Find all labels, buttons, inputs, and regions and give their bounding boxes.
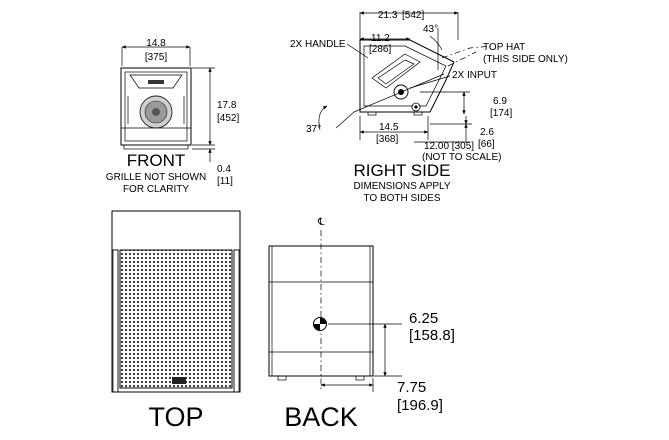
side-depth-inches: 21.3 xyxy=(378,10,398,21)
side-top-angle: 43° xyxy=(423,24,438,35)
side-top-hat-line1: TOP HAT xyxy=(483,42,525,53)
back-mount-offset-mm: [196.9] xyxy=(397,397,443,414)
side-depth-mm: [542] xyxy=(402,10,424,21)
front-width-inches: 14.8 xyxy=(146,38,166,49)
side-handle-label: 2X HANDLE xyxy=(290,39,346,50)
top-view-grille xyxy=(119,249,233,389)
top-view: TOP xyxy=(111,210,241,432)
front-view: 14.8 [375] 17.8 [452] 0.4 [11] xyxy=(106,38,240,195)
front-height-mm: [452] xyxy=(217,113,239,124)
back-mount-point xyxy=(313,317,327,331)
front-foot-mm: [11] xyxy=(217,176,233,187)
side-view-note-line2: TO BOTH SIDES xyxy=(363,193,440,204)
front-view-note-line1: GRILLE NOT SHOWN xyxy=(106,172,206,183)
top-view-title: TOP xyxy=(148,402,203,432)
side-input-label: 2X INPUT xyxy=(452,70,497,81)
side-view-note-line1: DIMENSIONS APPLY xyxy=(353,181,450,192)
back-mount-height-inches: 6.25 xyxy=(409,310,438,327)
side-base-mm: [368] xyxy=(376,134,398,145)
side-input-height-mm: [174] xyxy=(490,108,512,119)
side-handle-inches: 11.2 xyxy=(371,33,390,44)
side-top-hat-line2: (THIS SIDE ONLY) xyxy=(483,54,568,65)
front-foot-inches: 0.4 xyxy=(217,164,231,175)
front-height-inches: 17.8 xyxy=(217,100,237,111)
side-top-hat-scale-note: (NOT TO SCALE) xyxy=(422,152,501,163)
front-view-note-line2: FOR CLARITY xyxy=(123,184,189,195)
side-floor-angle: 37° xyxy=(306,124,321,135)
side-foot-inches: 2.6 xyxy=(480,127,494,138)
front-view-title: FRONT xyxy=(127,151,186,170)
side-top-hat-length: 12.00 [305] xyxy=(424,141,474,152)
back-mount-height-mm: [158.8] xyxy=(409,327,455,344)
side-view-title: RIGHT SIDE xyxy=(354,161,451,180)
back-view-title: BACK xyxy=(284,402,358,432)
side-handle-mm: [286] xyxy=(369,44,391,55)
side-cabinet xyxy=(353,39,455,116)
top-view-logo-badge xyxy=(172,377,186,384)
side-foot-mm: [66] xyxy=(478,139,495,150)
back-view: ℄ 6.25 [158.8] 7.75 [196.9] BACK xyxy=(268,217,455,432)
front-width-mm: [375] xyxy=(145,52,167,63)
side-base-inches: 14.5 xyxy=(379,122,399,133)
back-centerline-symbol: ℄ xyxy=(317,217,325,228)
side-input-height-inches: 6.9 xyxy=(493,96,507,107)
back-mount-offset-inches: 7.75 xyxy=(397,379,426,396)
right-side-view: 21.3 [542] 43° 11.2 [286] 2X HANDLE xyxy=(290,10,568,204)
front-enclosure xyxy=(120,67,192,150)
